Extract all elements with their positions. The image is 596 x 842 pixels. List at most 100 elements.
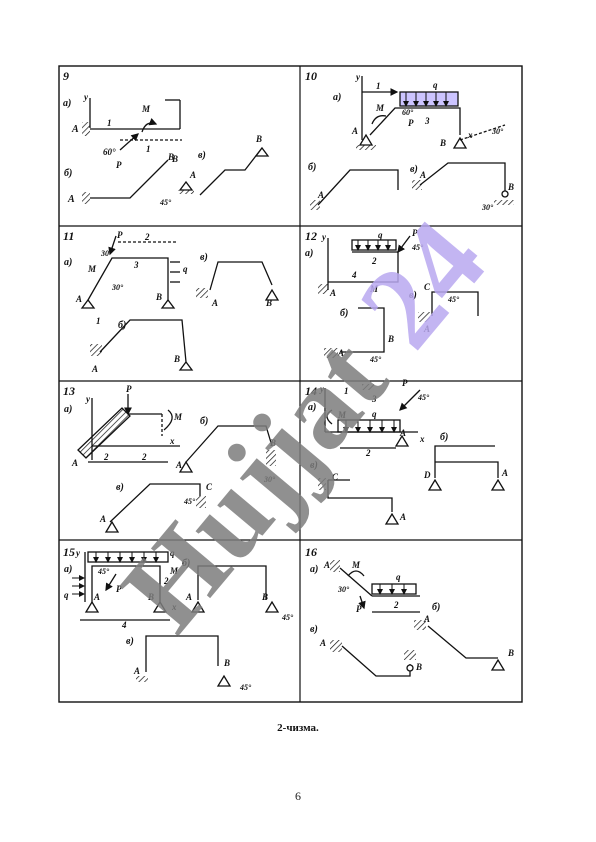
svg-text:P: P [408,118,414,128]
svg-text:2: 2 [393,600,399,610]
svg-text:4: 4 [121,620,127,630]
svg-text:y: y [75,548,81,558]
svg-text:A: A [175,460,182,470]
svg-text:A: A [75,294,82,304]
svg-text:A: A [67,194,75,205]
svg-text:а): а) [64,404,72,415]
svg-text:в): в) [116,482,124,493]
svg-text:1: 1 [96,316,101,326]
svg-text:б): б) [308,162,316,173]
panel-13: 13 а) y P M б) x A 2 2 A B 30° в) C 45° … [63,384,276,533]
svg-text:x: x [169,436,175,446]
svg-text:в): в) [126,636,134,647]
svg-text:в): в) [310,624,318,635]
svg-text:A: A [71,124,79,135]
svg-text:B: B [269,438,276,448]
svg-text:A: A [329,288,336,298]
svg-text:а): а) [308,402,316,413]
svg-text:B: B [415,662,422,672]
svg-text:30°: 30° [337,585,350,594]
svg-text:M: M [369,284,379,294]
svg-text:x: x [419,434,425,444]
svg-text:P: P [126,384,132,394]
svg-text:P: P [356,604,362,614]
svg-text:A: A [337,348,344,358]
svg-text:M: M [351,560,361,570]
svg-text:б): б) [340,308,348,319]
svg-text:M: M [169,566,179,576]
svg-text:30°: 30° [481,203,494,212]
svg-text:B: B [507,648,514,658]
svg-text:в): в) [310,460,318,471]
svg-text:B: B [223,658,230,668]
svg-text:y: y [83,92,89,102]
svg-text:q: q [396,572,401,582]
svg-text:б): б) [182,558,190,569]
svg-text:в): в) [410,164,418,175]
svg-text:B: B [387,334,394,344]
svg-text:A: A [71,458,78,468]
svg-text:45°: 45° [239,683,252,692]
svg-text:30°: 30° [100,249,113,258]
watermark: Hujjat 24 [96,196,510,654]
svg-text:A: A [91,364,98,374]
svg-text:б): б) [440,432,448,443]
svg-text:45°: 45° [183,497,196,506]
panel-14: 14 y 1 3 P 45° а) M q A x б) 2 в) C [305,378,508,525]
svg-text:45°: 45° [159,198,172,207]
svg-text:в): в) [409,290,417,301]
panel-14-number: 14 [305,384,317,398]
panel-11-number: 11 [63,229,74,243]
svg-text:D: D [423,470,431,480]
panel-15: 15 y q а) 45° 2 M P q A B x б) [63,545,294,692]
svg-text:30°: 30° [111,283,124,292]
svg-text:60°: 60° [103,147,116,157]
svg-text:а): а) [63,98,71,109]
page-number: 6 [295,789,301,803]
svg-text:A: A [319,638,326,648]
panel-13-number: 13 [63,384,75,398]
svg-text:A: A [133,666,140,676]
svg-text:1: 1 [107,118,112,128]
svg-text:A: A [189,170,196,180]
svg-text:б): б) [432,602,440,613]
grid-frame [58,65,523,703]
svg-text:q: q [183,264,188,274]
svg-text:2: 2 [163,576,169,586]
svg-text:в): в) [198,150,206,161]
svg-text:M: M [375,103,385,113]
svg-text:2: 2 [371,256,377,266]
svg-text:60°: 60° [402,108,414,117]
svg-text:M: M [87,264,97,274]
svg-text:q: q [378,230,383,240]
svg-text:45°: 45° [369,355,382,364]
svg-text:3: 3 [424,116,430,126]
svg-text:C: C [206,482,213,492]
svg-text:P: P [116,584,122,594]
panel-11: 11 P 2 30° q а) M 3 в) 30° A B A B 1 б) … [63,229,280,374]
svg-text:30°: 30° [491,127,504,136]
svg-text:A: A [185,592,192,602]
svg-text:B: B [147,592,154,602]
panel-16-number: 16 [305,545,317,559]
svg-text:M: M [337,410,347,420]
svg-text:B: B [265,298,272,308]
svg-text:q: q [372,409,377,419]
panel-15-number: 15 [63,545,75,559]
panel-12-number: 12 [305,229,317,243]
svg-text:3: 3 [371,394,377,404]
svg-text:y: y [355,72,361,82]
svg-text:2: 2 [144,232,150,242]
svg-text:A: A [323,560,330,570]
panel-9-number: 9 [63,69,69,83]
panel-10-number: 10 [305,69,317,83]
svg-text:P: P [116,160,122,170]
svg-text:1: 1 [146,144,151,154]
svg-text:45°: 45° [417,393,430,402]
svg-text:3: 3 [133,260,139,270]
svg-text:C: C [424,282,431,292]
svg-text:2: 2 [365,448,371,458]
svg-text:A: A [317,190,324,200]
